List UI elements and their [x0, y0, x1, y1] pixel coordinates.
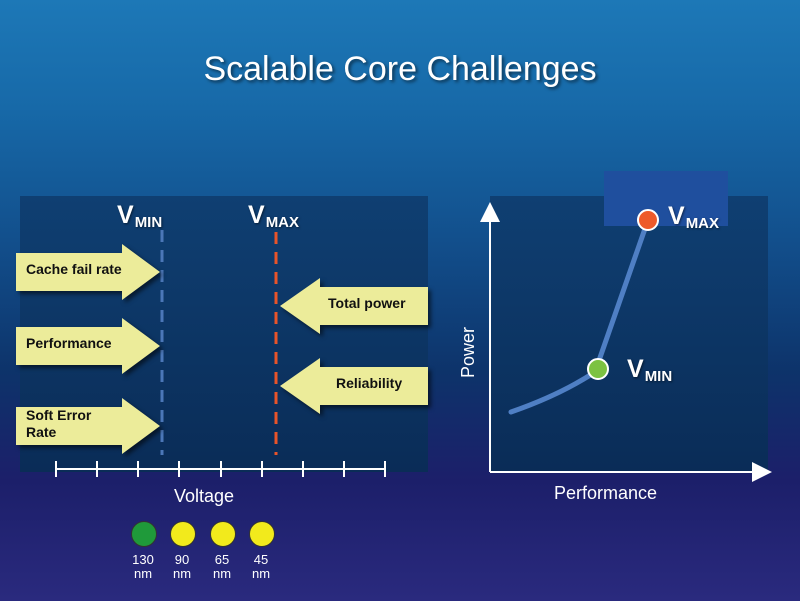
right-vmax-label: VMAX	[668, 202, 719, 231]
right-vmin-label: VMIN	[627, 355, 672, 384]
performance-axis-label: Performance	[554, 483, 657, 504]
vmin-point	[588, 359, 608, 379]
vmax-point	[638, 210, 658, 230]
power-axis-label: Power	[458, 327, 479, 378]
